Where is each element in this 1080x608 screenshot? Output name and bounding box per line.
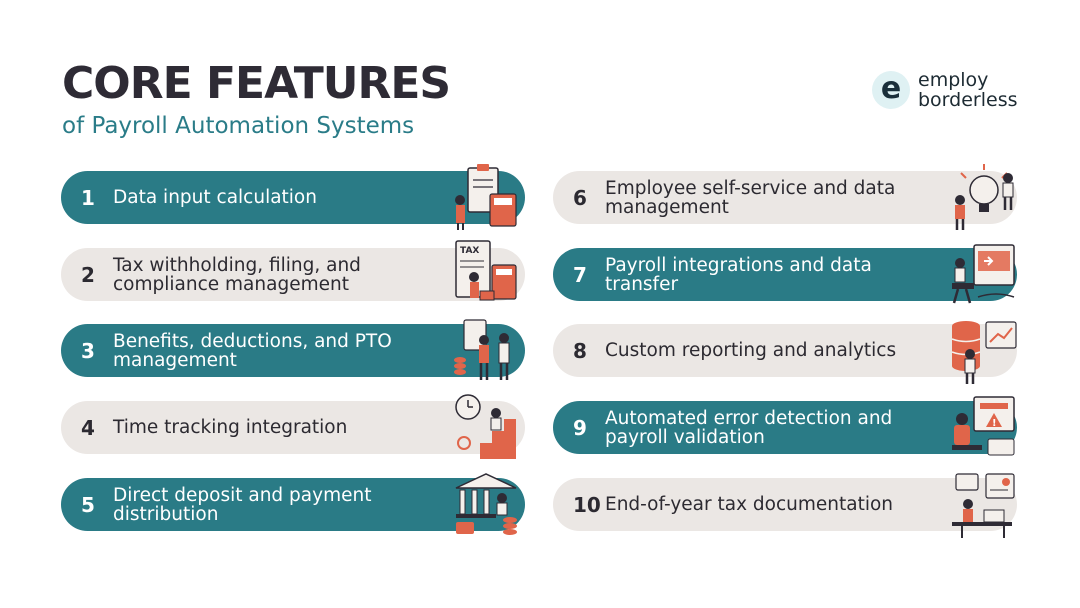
feature-number: 8 — [573, 338, 587, 363]
feature-label: Direct deposit and payment distribution — [113, 484, 372, 525]
feature-label: Payroll integrations and data transfer — [605, 254, 872, 295]
feature-label: End-of-year tax documentation — [605, 494, 894, 515]
page-subtitle: of Payroll Automation Systems — [62, 113, 415, 139]
feature-item-7: 7 Payroll integrations and data transfer — [553, 248, 1017, 301]
feature-label: Data input calculation — [113, 187, 317, 208]
feature-number: 10 — [573, 492, 601, 517]
logo-mark-icon: e — [872, 71, 910, 109]
logo-line-2: borderless — [918, 89, 1018, 111]
page-title: CORE FEATURES — [62, 58, 451, 109]
feature-item-6: 6 Employee self-service and data managem… — [553, 171, 1017, 224]
feature-number: 2 — [81, 262, 95, 287]
feature-item-2: 2 Tax withholding, filing, and complianc… — [61, 248, 525, 301]
clock-stairs-illustration-icon — [455, 394, 516, 459]
feature-item-9: 9 Automated error detection and payroll … — [553, 401, 1017, 454]
feature-label: Automated error detection and payroll va… — [605, 407, 893, 448]
feature-number: 7 — [573, 262, 587, 287]
brand-logo: e employ borderless — [872, 70, 1018, 110]
feature-number: 1 — [81, 185, 95, 210]
feature-item-8: 8 Custom reporting and analytics — [553, 324, 1017, 377]
database-chart-illustration-icon — [951, 321, 1017, 384]
feature-item-5: 5 Direct deposit and payment distributio… — [61, 478, 525, 531]
feature-item-10: 10 End-of-year tax documentation — [553, 478, 1017, 531]
svg-text:TAX: TAX — [460, 246, 479, 256]
tax-form-illustration-icon: TAX — [455, 240, 517, 301]
svg-text:!: ! — [992, 418, 997, 429]
clipboard-calculator-illustration-icon — [455, 164, 517, 230]
feature-label: Custom reporting and analytics — [605, 340, 897, 361]
feature-item-3: 3 Benefits, deductions, and PTO manageme… — [61, 324, 525, 377]
feature-item-4: 4 Time tracking integration — [61, 401, 525, 454]
error-check-illustration-icon: ! — [952, 396, 1015, 456]
feature-number: 9 — [573, 415, 587, 440]
feature-number: 3 — [81, 338, 95, 363]
team-benefits-illustration-icon — [454, 319, 510, 380]
logo-line-1: employ — [918, 69, 989, 91]
lightbulb-people-illustration-icon — [955, 164, 1014, 230]
feature-number: 6 — [573, 185, 587, 210]
logo-text: employ borderless — [918, 70, 1018, 110]
feature-label: Tax withholding, filing, and compliance … — [113, 254, 361, 295]
feature-label: Benefits, deductions, and PTO management — [113, 330, 392, 371]
feature-label: Employee self-service and data managemen… — [605, 177, 896, 218]
feature-label: Time tracking integration — [113, 417, 348, 438]
feature-number: 4 — [81, 415, 95, 440]
feature-number: 5 — [81, 492, 95, 517]
desk-documents-illustration-icon — [952, 473, 1015, 538]
laptop-transfer-illustration-icon — [952, 244, 1015, 304]
bank-coins-illustration-icon — [455, 473, 517, 535]
feature-item-1: 1 Data input calculation — [61, 171, 525, 224]
